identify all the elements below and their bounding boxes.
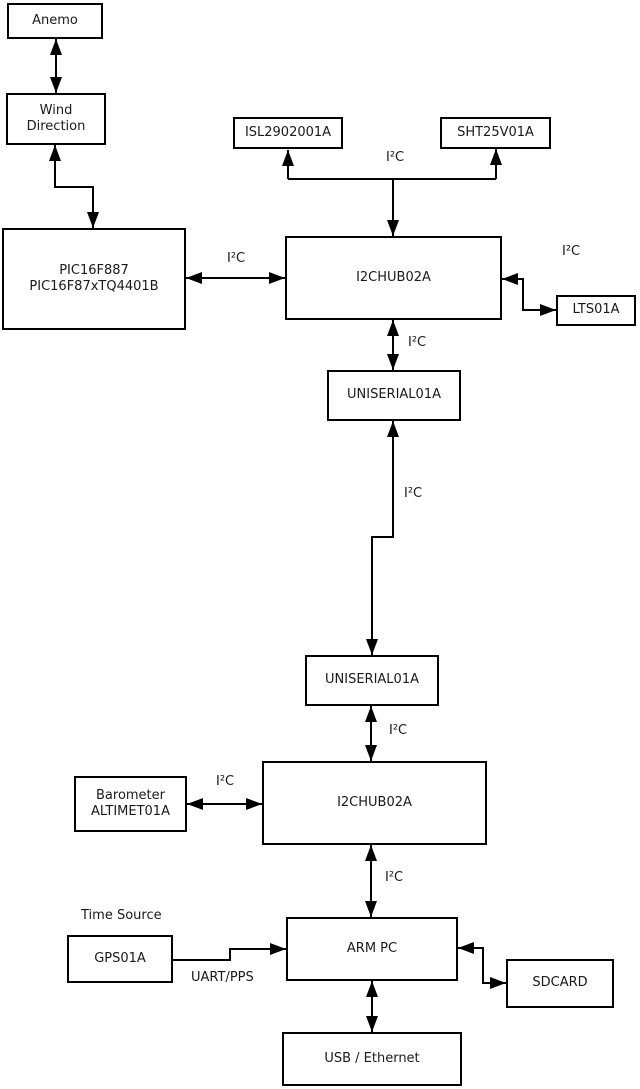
label-i2c-sensor-bus: I²C	[386, 150, 405, 165]
node-i2c-hub-bottom: I2CHUB02A	[262, 761, 487, 845]
label-time-source: Time Source	[81, 908, 162, 923]
node-uniserial-top-label: UNISERIAL01A	[347, 387, 441, 403]
node-anemometer-label: Anemo	[32, 12, 78, 28]
label-i2c-hub-uniserial: I²C	[408, 335, 427, 350]
edge-uniserial-top-uniserial-bottom	[366, 421, 399, 655]
node-arm-pc-label: ARM PC	[346, 940, 398, 956]
node-barometer-label-line1: Barometer	[96, 787, 165, 803]
node-gps: GPS01A	[67, 935, 173, 983]
edge-gps-armpc	[173, 943, 286, 961]
node-gps-label: GPS01A	[94, 950, 146, 966]
node-isl29020-label: ISL2902001A	[244, 124, 332, 140]
node-uniserial-bottom-label: UNISERIAL01A	[325, 672, 419, 688]
label-i2c-pic-hub: I²C	[227, 251, 246, 266]
label-i2c-barometer-hub: I²C	[216, 774, 235, 789]
edge-i2chub-top-lts	[502, 273, 556, 316]
node-barometer-label-line2: ALTIMET01A	[91, 804, 170, 819]
node-wind-direction: Wind Direction	[6, 93, 106, 145]
label-i2c-uniserial-link: I²C	[404, 486, 423, 501]
node-usb-ethernet: USB / Ethernet	[282, 1032, 462, 1086]
node-uniserial-top: UNISERIAL01A	[327, 370, 461, 421]
node-sht25-sensor: SHT25V01A	[440, 117, 551, 149]
node-wind-direction-label-line2: Direction	[26, 119, 86, 134]
node-lts-label: LTS01A	[572, 302, 620, 318]
node-isl29020-light-sensor: ISL2902001A	[233, 117, 343, 149]
node-pic-label-line2: PIC16F87xTQ4401B	[29, 279, 159, 294]
node-i2c-hub-top: I2CHUB02A	[285, 236, 502, 320]
node-wind-direction-label-line1: Wind	[39, 102, 73, 118]
node-lts-sensor: LTS01A	[556, 295, 636, 326]
node-sdcard-label: SDCARD	[532, 975, 588, 991]
label-i2c-uniserial-hub: I²C	[389, 723, 408, 738]
node-anemometer: Anemo	[7, 3, 103, 39]
node-sdcard: SDCARD	[506, 959, 614, 1008]
node-uniserial-bottom: UNISERIAL01A	[305, 655, 439, 706]
node-i2c-hub-top-label: I2CHUB02A	[356, 269, 431, 285]
edge-winddirection-pic	[49, 145, 99, 228]
edge-armpc-sdcard	[458, 942, 506, 989]
label-i2c-hub-lts: I²C	[562, 244, 581, 259]
node-barometer: Barometer ALTIMET01A	[74, 776, 187, 832]
node-pic-label-line1: PIC16F887	[59, 262, 129, 278]
node-usb-ethernet-label: USB / Ethernet	[324, 1050, 420, 1066]
node-sht25-label: SHT25V01A	[457, 124, 534, 140]
node-i2c-hub-bottom-label: I2CHUB02A	[337, 794, 412, 810]
label-uart-pps: UART/PPS	[191, 970, 254, 985]
label-i2c-hub-armpc: I²C	[385, 870, 404, 885]
node-arm-pc: ARM PC	[286, 917, 458, 981]
node-pic-microcontroller: PIC16F887 PIC16F87xTQ4401B	[2, 228, 186, 330]
